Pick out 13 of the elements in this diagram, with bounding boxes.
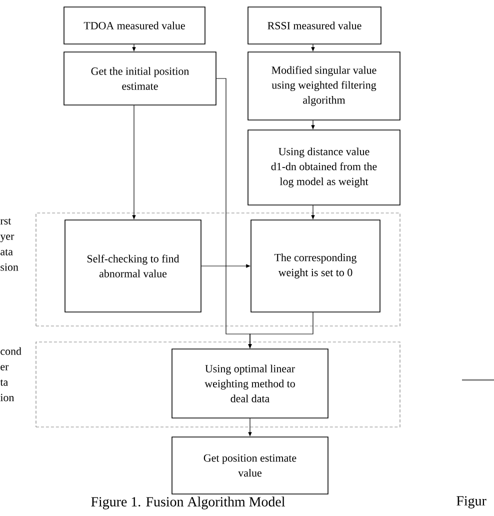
process-box: TDOA measured value: [64, 6, 206, 44]
process-box: The corresponding weight is set to 0: [250, 220, 380, 312]
band-label: cond er ta ion: [0, 347, 22, 402]
caption: Figure 1. Fusion Algorithm Model: [91, 496, 285, 510]
process-box: Modified singular value using weighted filtering algorithm: [248, 52, 400, 120]
process-box: Get the initial position estimate: [64, 52, 216, 106]
caption-fragment: Figur: [456, 496, 486, 508]
process-box: Self-checking to find abnormal value: [64, 220, 202, 312]
process-box: Get position estimate value: [172, 436, 328, 494]
process-box: RSSI measured value: [248, 6, 382, 44]
band-label: rst yer ata sion: [0, 218, 18, 271]
process-box: Using distance value d1-dn obtained from the log model as weight: [248, 130, 400, 206]
process-box: Using optimal linear weighting method to deal data: [172, 348, 328, 418]
